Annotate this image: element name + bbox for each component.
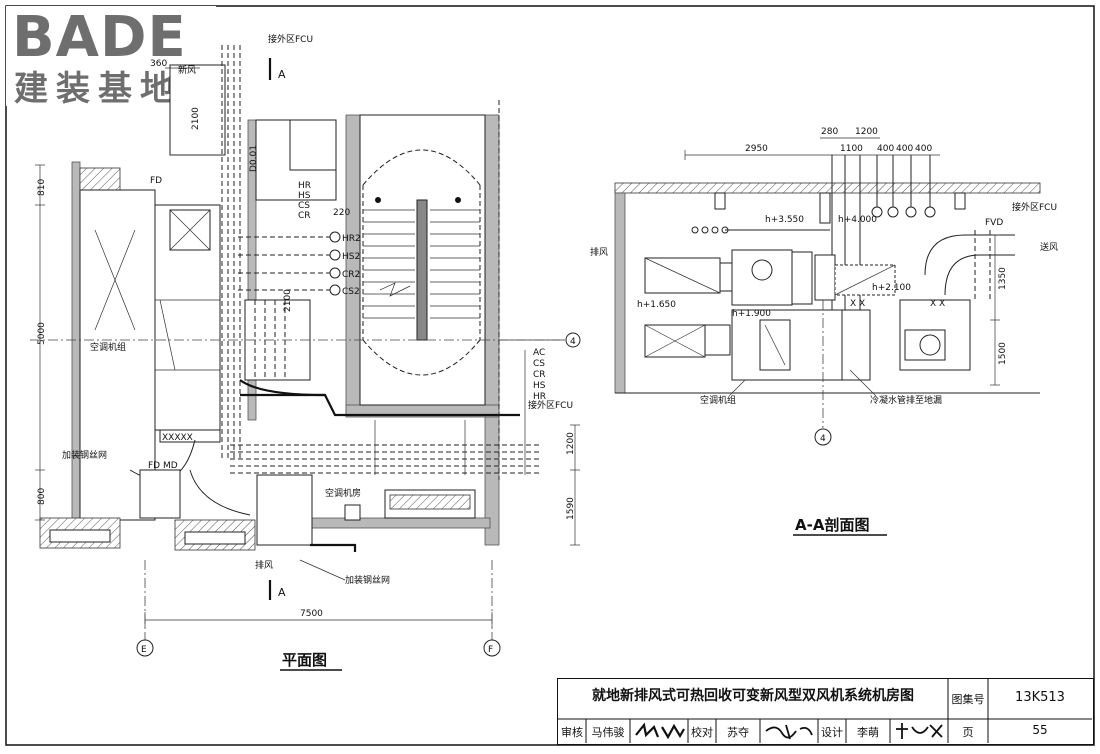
- dim-top-width: 360: [150, 59, 167, 69]
- pipe-group-cr: CR: [298, 211, 311, 221]
- pipe-group-cs: CS: [298, 201, 310, 211]
- check-name: 苏夺: [727, 726, 749, 739]
- dim-280: 280: [821, 127, 838, 137]
- elev-3550: h+3.550: [765, 215, 804, 225]
- section-axis-4: [814, 428, 832, 446]
- dim-left-lower: 800: [37, 488, 47, 505]
- section-view: X X X X 排风 送风 FVD 接外区FCU 空调机组 冷凝水管排至地漏 h…: [590, 127, 1058, 536]
- check-label: 校对: [691, 726, 713, 739]
- dim-1500: 1500: [998, 342, 1008, 365]
- section-fvd: FVD: [985, 218, 1003, 228]
- plan-steel-mesh-left: 加装钢丝网: [62, 449, 107, 461]
- right-pipe-hs: HS: [533, 381, 546, 391]
- dim-1100: 1100: [840, 144, 863, 154]
- design-signature: [896, 723, 943, 739]
- elev-1650: h+1.650: [637, 300, 676, 310]
- plan-exhaust-label: 排风: [255, 559, 273, 571]
- pipe-group-hs: HS: [298, 191, 311, 201]
- dim-400b: 400: [896, 144, 913, 154]
- right-pipe-ac: AC: [533, 348, 545, 358]
- svg-text:X X: X X: [930, 299, 945, 309]
- plan-fan-box: [256, 474, 313, 546]
- plan-pipe-valves: HR2 HS2 CR2 CS2: [238, 231, 361, 297]
- plan-ahu-label: 空调机组: [90, 341, 126, 353]
- dim-right-upper: 1200: [566, 432, 576, 455]
- plan-axis-4-label: 4: [570, 337, 576, 347]
- elev-2100: h+2.100: [872, 283, 911, 293]
- title-block-grid: [558, 679, 1092, 743]
- atlas-number: 13K513: [1015, 690, 1065, 705]
- title-block: 就地新排风式可热回收可变新风型双风机系统机房图 图集号 13K513 审核 马伟…: [557, 678, 1094, 745]
- svg-text:X X: X X: [850, 299, 865, 309]
- plan-steel-mesh-bottom: 加装钢丝网: [345, 574, 390, 586]
- dim-left-mid: 5000: [37, 322, 47, 345]
- dim-bottom: 7500: [300, 609, 323, 619]
- right-pipe-hr: HR: [533, 392, 546, 402]
- pipe-label-cs2: CS2: [342, 287, 360, 297]
- section-mark-top: A: [278, 68, 286, 81]
- section-connect-fcu: 接外区FCU: [1012, 201, 1057, 213]
- review-signature: [635, 722, 685, 740]
- plan-pipe-length: 2100: [283, 289, 293, 312]
- right-pipe-cs: CS: [533, 359, 545, 369]
- dim-400a: 400: [877, 144, 894, 154]
- review-name: 马伟骏: [591, 726, 625, 739]
- plan-axis-4: [565, 332, 581, 348]
- design-label: 设计: [821, 726, 843, 739]
- plan-axis-e-label: E: [141, 645, 147, 655]
- section-mark-bottom: A: [278, 586, 286, 599]
- pipe-label-hs2: HS2: [342, 252, 360, 262]
- section-dimensions: 2950 280 1200 1100 400 400 400 1350 1500: [684, 127, 1008, 386]
- section-ahu-label: 空调机组: [700, 394, 736, 406]
- svg-text:XXXXX: XXXXX: [162, 433, 193, 443]
- dim-1200: 1200: [855, 127, 878, 137]
- pipe-group-hr: HR: [298, 181, 311, 191]
- dim-2950: 2950: [745, 144, 768, 154]
- dim-400c: 400: [915, 144, 932, 154]
- pipe-label-cr2: CR2: [342, 270, 360, 280]
- section-title: A-A剖面图: [795, 516, 869, 534]
- plan-view: XXXXX: [30, 33, 581, 671]
- page-number: 55: [1032, 723, 1048, 737]
- sheet-frame: [5, 5, 1095, 746]
- plan-do-label: D0.01: [249, 145, 259, 172]
- dim-top-depth: 2100: [191, 107, 201, 130]
- section-axis-4-label: 4: [820, 434, 826, 444]
- logo-subtitle: 建装基地: [14, 69, 182, 109]
- drawing-title: 就地新排风式可热回收可变新风型双风机系统机房图: [592, 688, 914, 704]
- plan-axis-f-label: F: [488, 645, 493, 655]
- plan-connect-fcu-top: 接外区FCU: [268, 33, 313, 45]
- pipe-label-hr2: HR2: [342, 234, 361, 244]
- plan-connect-fcu-right: 接外区FCU: [528, 399, 573, 411]
- section-supply: 送风: [1040, 241, 1058, 253]
- review-label: 审核: [561, 726, 583, 739]
- plan-fresh-top: 新风: [178, 64, 196, 76]
- dim-right-lower: 1590: [566, 497, 576, 520]
- plan-title: 平面图: [282, 651, 327, 669]
- plan-fd-label: FD: [150, 176, 162, 186]
- elev-4000: h+4.000: [838, 215, 877, 225]
- plan-fd-md: FD MD: [148, 461, 178, 471]
- stair-treads: [363, 199, 480, 341]
- plan-ahu-room-label: 空调机房: [325, 487, 361, 499]
- dim-1350: 1350: [998, 267, 1008, 290]
- page-label: 页: [962, 726, 974, 739]
- right-pipe-cr: CR: [533, 370, 546, 380]
- dim-left-upper: 810: [37, 179, 47, 196]
- pipe-offset-dim: 220: [333, 208, 350, 218]
- plan-axis-e: [136, 639, 154, 657]
- elev-1900: h+1.900: [732, 309, 771, 319]
- section-condensate: 冷凝水管排至地漏: [870, 394, 942, 406]
- plan-dimensions: 810 5000 800 1200 1590 7500 360 2100: [35, 59, 580, 628]
- section-exhaust: 排风: [590, 246, 608, 258]
- check-signature: [765, 724, 813, 740]
- logo-brand: BADE: [12, 5, 187, 70]
- atlas-label: 图集号: [951, 693, 985, 706]
- design-name: 李萌: [857, 726, 879, 739]
- plan-axis-f: [483, 639, 501, 657]
